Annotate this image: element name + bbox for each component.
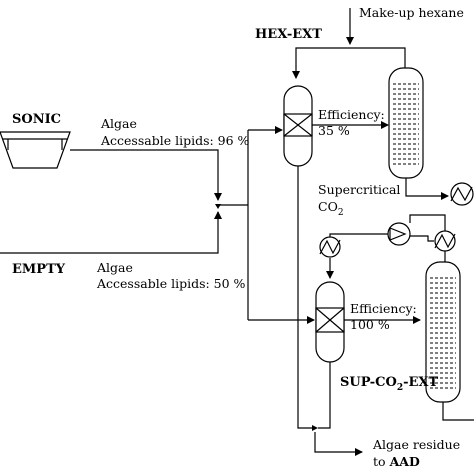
supercritical-label: Supercritical <box>318 182 400 197</box>
sonic-label: SONIC <box>12 112 61 127</box>
sup-co2-ext-label: SUP-CO2-EXT <box>340 375 439 393</box>
empty-lipids-label: Accessable lipids: 50 % <box>96 276 246 291</box>
co2-pump-icon <box>387 222 411 246</box>
column-bottom-line <box>405 178 449 200</box>
residue-label: Algae residue <box>372 437 460 452</box>
hex-ext-efficiency-value: 35 % <box>318 123 350 138</box>
sonic-unit <box>0 131 71 169</box>
co2-separation-column <box>425 261 461 403</box>
empty-stream-name: Algae <box>96 260 133 275</box>
feed-lines <box>0 126 315 324</box>
hex-ext-efficiency-label: Efficiency: <box>318 107 385 122</box>
empty-label: EMPTY <box>12 262 66 277</box>
makeup-hexane-label: Make-up hexane <box>359 5 464 20</box>
co2-heater-icon <box>319 236 341 258</box>
sonic-stream-name: Algae <box>100 116 137 131</box>
hex-ext-vessel <box>283 85 313 167</box>
hex-ext-label: HEX-EXT <box>255 27 322 42</box>
co2-cooler-icon <box>434 230 456 252</box>
residue-lines <box>297 166 363 456</box>
heat-exchanger-icon <box>450 182 474 206</box>
co2-label: CO2 <box>318 199 344 218</box>
sup-co2-efficiency-value: 100 % <box>350 317 390 332</box>
hexane-distillation-column <box>388 67 424 179</box>
hexane-recycle-line <box>292 47 406 79</box>
co2-column-bottom-line <box>442 402 474 421</box>
sup-co2-efficiency-label: Efficiency: <box>350 301 417 316</box>
sonicator-icon <box>0 131 71 169</box>
sonic-lipids-label: Accessable lipids: 96 % <box>100 133 250 148</box>
sup-co2-ext-vessel <box>315 281 345 363</box>
